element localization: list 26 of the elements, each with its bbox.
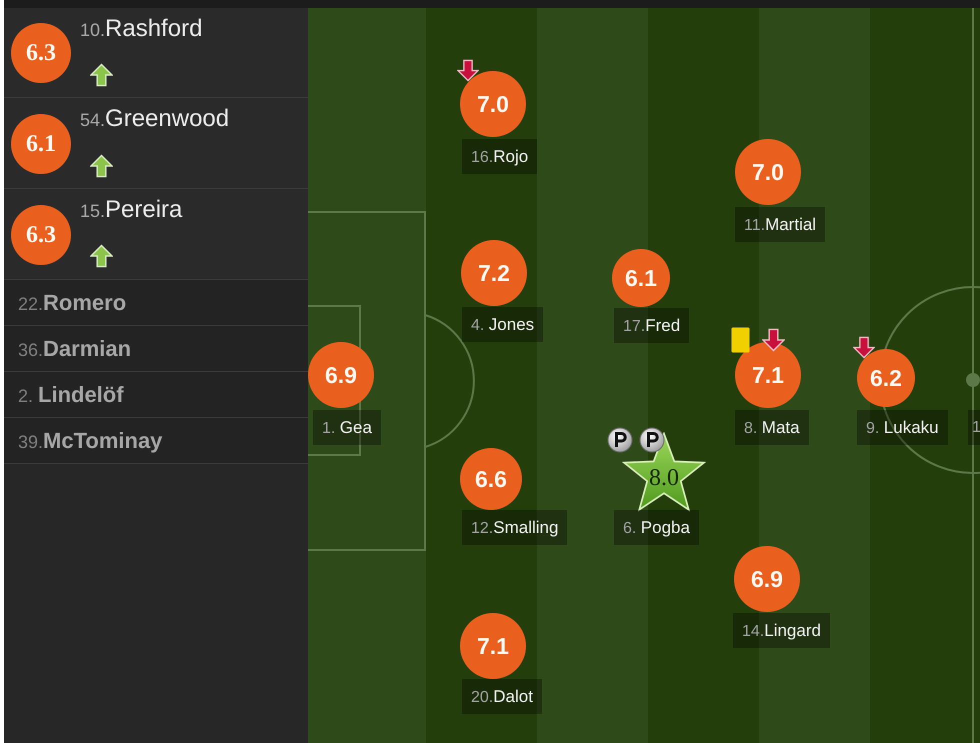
rating-circle: 6.1 <box>11 114 71 174</box>
player-name: 2. Lindelöf <box>18 381 124 409</box>
player-name-label: 1 <box>968 410 980 445</box>
player-name-label: 11.Martial <box>735 207 826 242</box>
player-name-label: 14.Lingard <box>733 613 830 648</box>
player-name-label: 17.Fred <box>614 308 690 343</box>
player-name-label: 4. Jones <box>462 307 544 342</box>
substitute-row <box>4 280 308 326</box>
player-name-label: 1. Gea <box>313 410 381 445</box>
substitute-row <box>4 418 308 464</box>
player-name-label: 16.Rojo <box>462 139 538 174</box>
player-name-label: 9. Lukaku <box>857 410 948 445</box>
rating-circle: 6.3 <box>11 23 71 83</box>
player-name: 10.Rashford <box>80 14 202 44</box>
player-name: 39.McTominay <box>18 427 162 455</box>
player-name-label: 8. Mata <box>735 410 809 445</box>
player-name: 36.Darmian <box>18 335 132 363</box>
rating-circle: 6.3 <box>11 205 71 265</box>
substitute-row <box>4 326 308 372</box>
player-name: 22.Romero <box>18 289 126 317</box>
substitute-row <box>4 372 308 418</box>
player-name-label: 12.Smalling <box>462 510 568 545</box>
player-name: 54.Greenwood <box>80 104 230 134</box>
player-name: 15.Pereira <box>80 195 182 225</box>
player-name-label: 20.Dalot <box>462 679 542 714</box>
player-name-label: 6. Pogba <box>614 510 699 545</box>
